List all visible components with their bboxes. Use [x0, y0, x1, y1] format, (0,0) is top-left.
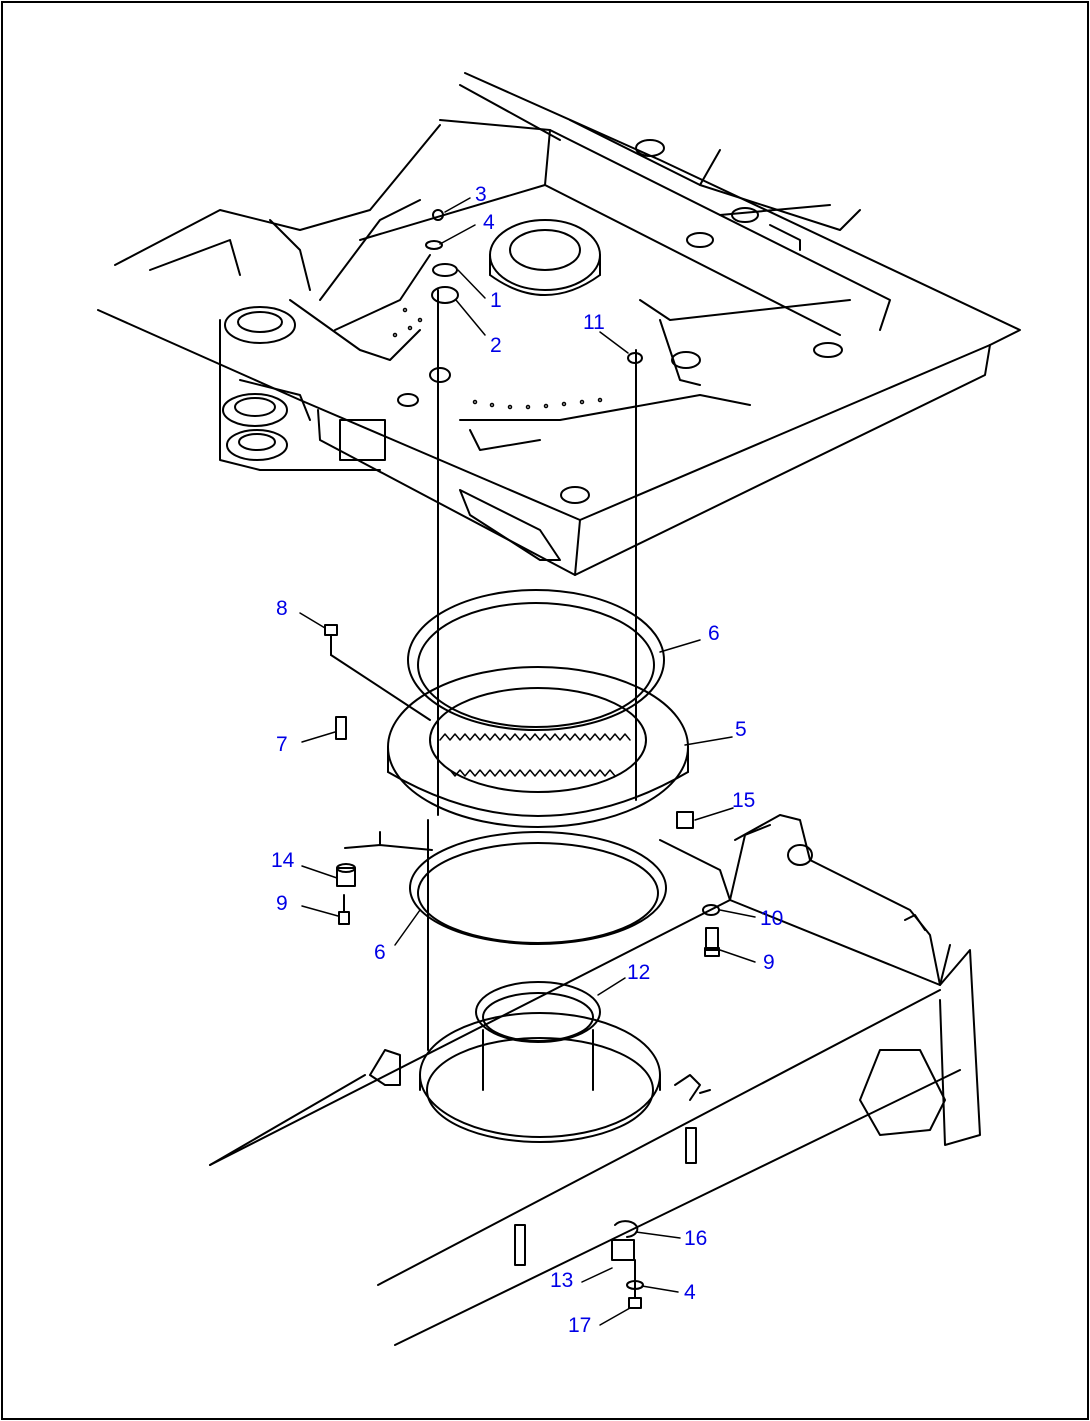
callout-8: 8 — [276, 597, 288, 620]
callout-1: 1 — [490, 289, 502, 312]
callout-13: 13 — [550, 1269, 574, 1292]
callout-2: 2 — [490, 334, 502, 357]
revolving-frame-drawing — [97, 72, 1021, 576]
callout-7: 7 — [276, 733, 288, 756]
swing-circle-drawing — [387, 289, 689, 1051]
callout-14: 14 — [271, 849, 295, 872]
small-parts-drawing — [324, 209, 720, 1309]
callout-4-bottom: 4 — [684, 1281, 696, 1304]
callout-17: 17 — [568, 1314, 592, 1337]
callout-5: 5 — [735, 718, 747, 741]
callout-9-left: 9 — [276, 892, 288, 915]
leader-lines — [299, 197, 756, 1326]
callout-12: 12 — [627, 961, 651, 984]
callout-6-top: 6 — [708, 622, 720, 645]
track-frame-drawing — [209, 814, 981, 1346]
callout-10: 10 — [760, 907, 784, 930]
callout-6-bottom: 6 — [374, 941, 386, 964]
callout-9-right: 9 — [763, 951, 775, 974]
callout-11: 11 — [583, 311, 605, 334]
callout-3: 3 — [475, 183, 487, 206]
callout-16: 16 — [684, 1227, 708, 1250]
callout-15: 15 — [732, 789, 756, 812]
callout-4-top: 4 — [483, 211, 495, 234]
